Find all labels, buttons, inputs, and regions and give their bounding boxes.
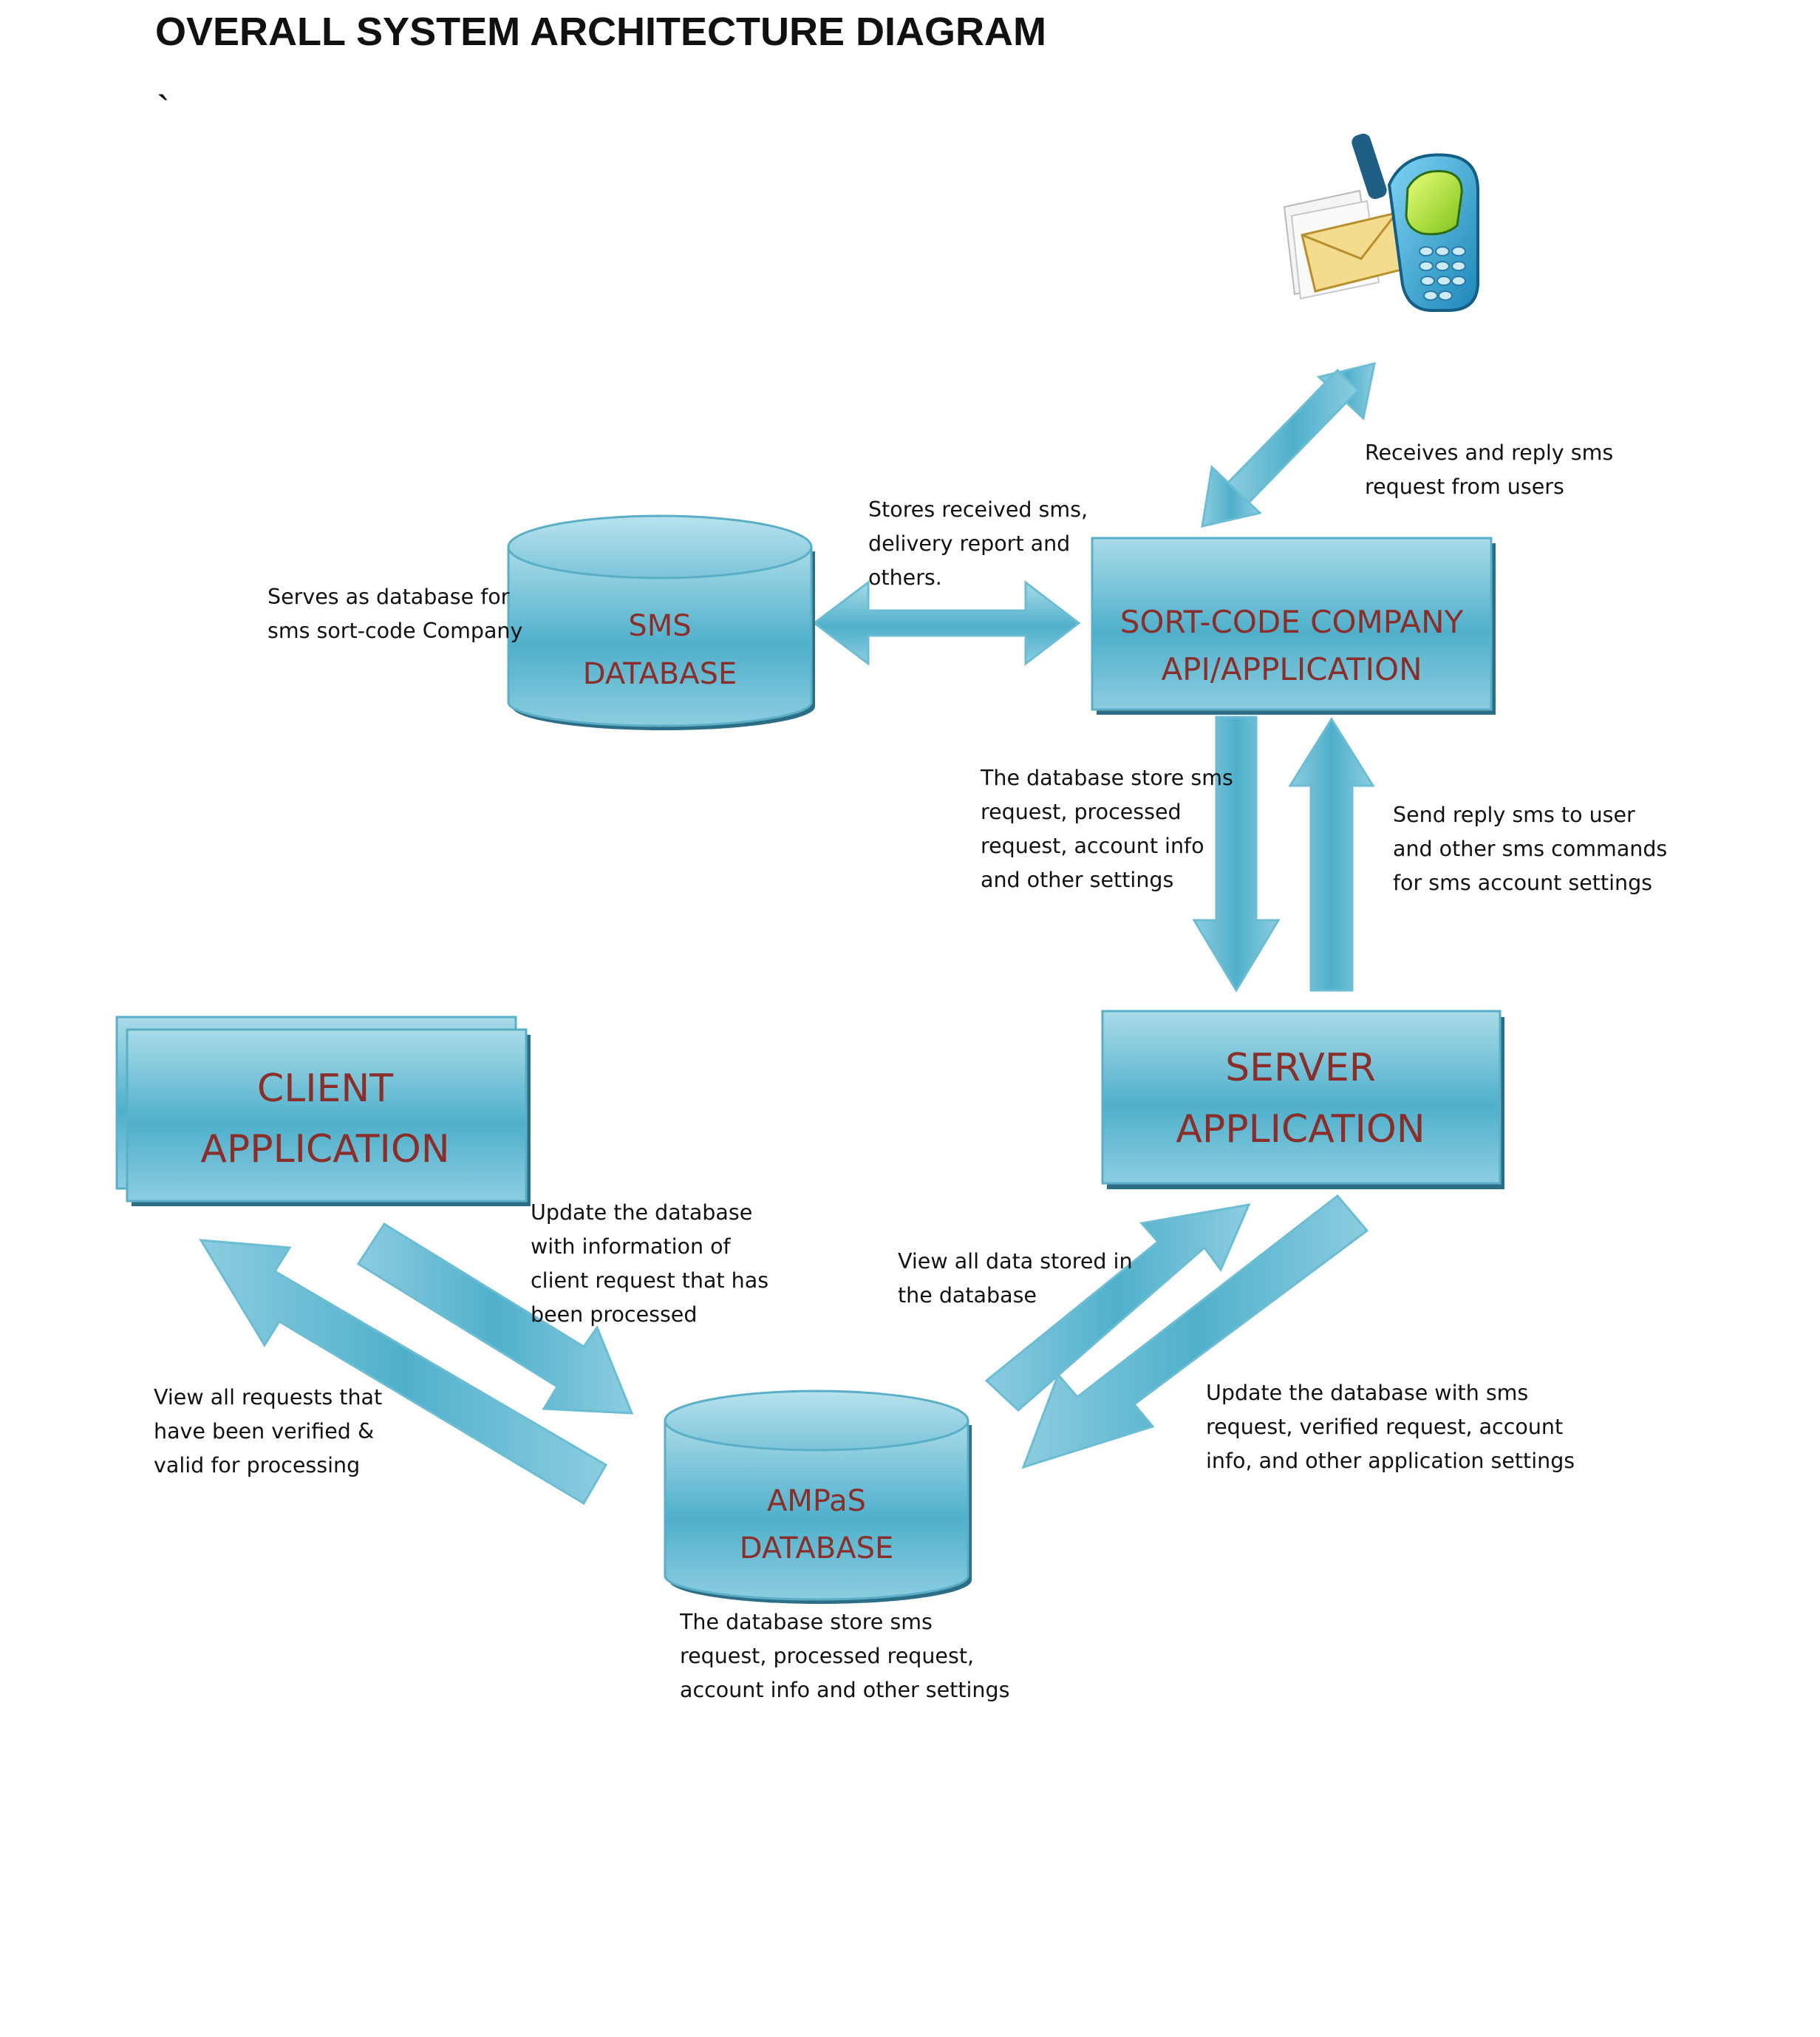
- note-line: account info and other settings: [680, 1678, 1010, 1702]
- server-to-ampas-arrow: [1021, 1194, 1369, 1469]
- note-line: been processed: [531, 1302, 698, 1327]
- sortcode-to-server-arrow: [1192, 715, 1281, 993]
- note-line: valid for processing: [154, 1453, 361, 1477]
- sort-code-company-node: SORT-CODE COMPANY API/APPLICATION: [1091, 537, 1496, 715]
- note-line: Update the database with sms: [1206, 1381, 1529, 1405]
- note-line: for sms account settings: [1393, 871, 1653, 895]
- ampas-to-server-arrow: [984, 1203, 1251, 1412]
- note-ampas-db: The database store sms request, processe…: [680, 1605, 1009, 1707]
- note-phone: Receives and reply sms request from user…: [1365, 436, 1613, 504]
- note-line: and other settings: [981, 868, 1174, 892]
- sms-database-label-line2: DATABASE: [583, 657, 737, 691]
- client-label-line1: CLIENT: [257, 1067, 393, 1111]
- note-line: delivery report and: [868, 531, 1071, 556]
- page-title: OVERALL SYSTEM ARCHITECTURE DIAGRAM: [155, 10, 1047, 54]
- ampas-database-node: AMPaS DATABASE: [664, 1390, 972, 1604]
- note-line: request from users: [1365, 475, 1564, 499]
- note-client-view: View all requests that have been verifie…: [154, 1381, 382, 1483]
- note-server-update: Update the database with sms request, ve…: [1206, 1376, 1575, 1478]
- server-to-sortcode-arrow: [1288, 717, 1375, 992]
- note-client-update: Update the database with information of …: [531, 1196, 768, 1332]
- smsdb-sortcode-double-arrow: [812, 579, 1081, 667]
- note-to-server: The database store sms request, processe…: [981, 761, 1233, 897]
- note-line: request, account info: [981, 834, 1204, 858]
- client-label-line2: APPLICATION: [200, 1127, 449, 1171]
- sms-database-label-line1: SMS: [628, 609, 691, 643]
- client-to-ampas-arrow: [356, 1222, 634, 1415]
- sort-code-label-line1: SORT-CODE COMPANY: [1120, 604, 1464, 640]
- note-line: client request that has: [531, 1268, 769, 1293]
- client-application-node: CLIENT APPLICATION: [115, 1016, 531, 1206]
- note-line: The database store sms: [981, 766, 1233, 790]
- note-line: request, verified request, account: [1206, 1415, 1564, 1439]
- sms-database-node: SMS DATABASE: [507, 514, 815, 730]
- note-line: Receives and reply sms: [1365, 441, 1614, 465]
- ampas-to-client-arrow: [199, 1239, 608, 1506]
- note-server-view: View all data stored in the database: [898, 1245, 1133, 1313]
- note-line: the database: [898, 1283, 1037, 1307]
- sort-code-label-line2: API/APPLICATION: [1161, 651, 1422, 687]
- note-line: sms sort-code Company: [267, 619, 523, 643]
- note-line: Serves as database for: [267, 585, 510, 609]
- note-line: Update the database: [531, 1200, 753, 1225]
- note-line: Stores received sms,: [868, 497, 1088, 522]
- server-application-node: SERVER APPLICATION: [1101, 1010, 1504, 1189]
- ampas-database-label-line1: AMPaS: [767, 1484, 866, 1518]
- note-line: with information of: [531, 1234, 731, 1259]
- sms-phone-envelope-icon: [1283, 133, 1480, 312]
- phone-sortcode-double-arrow: [1201, 361, 1376, 528]
- note-line: The database store sms: [680, 1610, 933, 1634]
- note-line: Send reply sms to user: [1393, 803, 1635, 827]
- note-from-server: Send reply sms to user and other sms com…: [1393, 798, 1667, 900]
- server-label-line1: SERVER: [1225, 1046, 1376, 1090]
- note-line: request, processed: [981, 800, 1182, 824]
- note-sms-link: Stores received sms, delivery report and…: [868, 493, 1088, 595]
- note-line: info, and other application settings: [1206, 1449, 1575, 1473]
- note-sms-db: Serves as database for sms sort-code Com…: [267, 580, 522, 648]
- note-line: View all data stored in: [898, 1249, 1133, 1273]
- note-line: and other sms commands: [1393, 837, 1668, 861]
- note-line: View all requests that: [154, 1385, 383, 1409]
- note-line: others.: [868, 565, 942, 590]
- note-line: have been verified &: [154, 1419, 375, 1443]
- stray-mark: `: [157, 88, 170, 132]
- note-line: request, processed request,: [680, 1644, 975, 1668]
- server-label-line2: APPLICATION: [1176, 1107, 1425, 1152]
- ampas-database-label-line2: DATABASE: [740, 1531, 894, 1565]
